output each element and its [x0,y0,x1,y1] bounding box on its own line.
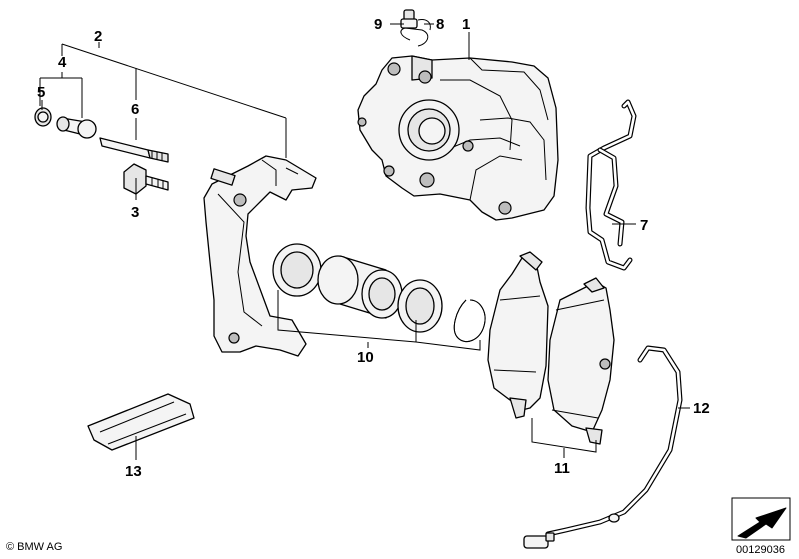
callout-13: 13 [125,463,142,480]
brake-caliper-housing[interactable] [357,55,559,221]
callout-2: 2 [94,28,102,45]
callout-4: 4 [58,54,67,71]
brake-pad-inner[interactable] [487,251,549,419]
callout-6: 6 [131,101,139,118]
guide-sleeve[interactable] [56,116,97,139]
brake-wear-sensor[interactable] [523,345,683,549]
callout-leader-lines [39,23,690,460]
callout-7: 7 [640,217,648,234]
brake-grease-packet[interactable] [87,393,195,451]
callout-3: 3 [131,204,139,221]
brake-pad-outer[interactable] [547,277,615,445]
caliper-carrier-bracket[interactable] [203,155,317,357]
dust-boot[interactable] [272,243,322,297]
brake-pad-set[interactable] [487,251,615,445]
callout-12: 12 [693,400,710,417]
piston-seal-kit[interactable] [272,243,486,342]
callout-11: 11 [554,460,570,477]
caliper-spring-clip[interactable] [585,99,637,271]
bleed-valve-cap[interactable] [400,19,431,47]
callout-9: 9 [374,16,382,33]
retaining-ring[interactable] [453,299,486,342]
brake-piston[interactable] [317,255,403,319]
diagram-id: 00129036 [736,544,785,556]
guide-bolt-cap[interactable] [34,107,52,127]
callout-1: 1 [462,16,470,33]
callout-8: 8 [436,16,444,33]
orientation-arrow-icon [731,497,791,541]
hex-bolt[interactable] [123,163,169,195]
callout-10: 10 [357,349,374,366]
callout-labels: 1 2 3 4 5 6 7 8 9 10 11 12 13 [37,16,710,480]
bleed-screw[interactable] [400,9,418,29]
guide-bolt[interactable] [99,137,169,163]
callout-5: 5 [37,84,45,101]
piston-seal-ring[interactable] [397,279,443,333]
copyright-text: © BMW AG [6,541,62,553]
